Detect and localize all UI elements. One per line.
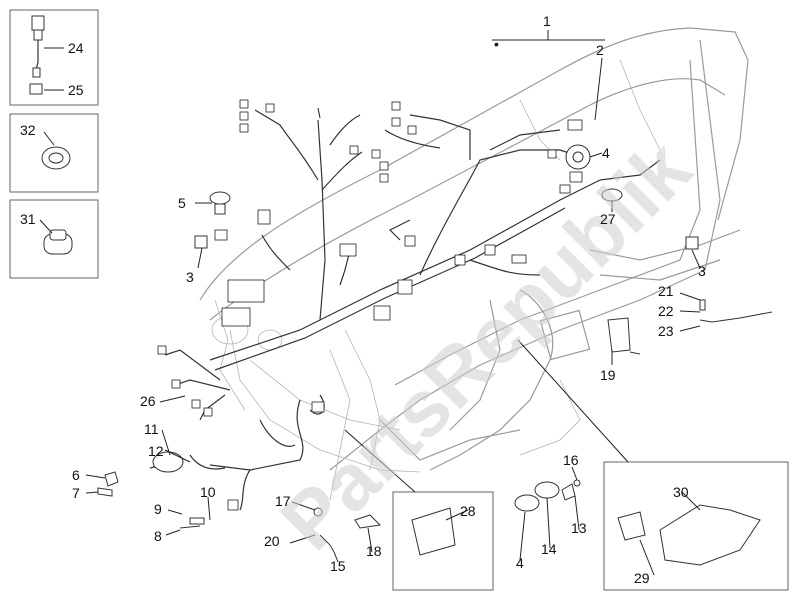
callout-10: 10 [200, 484, 216, 500]
callout-15: 15 [330, 558, 346, 574]
callout-18: 18 [366, 543, 382, 559]
callout-4: 4 [516, 555, 524, 571]
callout-22: 22 [658, 303, 674, 319]
callout-27: 27 [600, 211, 616, 227]
callout-17: 17 [275, 493, 291, 509]
callout-31: 31 [20, 211, 36, 227]
inset-box-24-25 [9, 9, 99, 106]
callout-4: 4 [602, 145, 610, 161]
callout-6: 6 [72, 467, 80, 483]
callout-21: 21 [658, 283, 674, 299]
callout-9: 9 [154, 501, 162, 517]
frame-outline [199, 27, 749, 501]
inset-box-31 [9, 199, 99, 279]
watermark-text: PartsRepublik [264, 123, 708, 567]
callout-24: 24 [68, 40, 84, 56]
callout-25: 25 [68, 82, 84, 98]
callout-11: 11 [144, 421, 159, 437]
callout-1: 1 [543, 13, 551, 29]
callout-2: 2 [596, 42, 604, 58]
callout-5: 5 [178, 195, 186, 211]
inset-box-29-30 [603, 461, 789, 591]
leader-lines [85, 30, 701, 576]
inset-box-32 [9, 113, 99, 193]
callout-14: 14 [541, 541, 557, 557]
callout-13: 13 [571, 520, 587, 536]
callout-7: 7 [72, 485, 80, 501]
callout-28: 28 [460, 503, 476, 519]
legend-bullet: • [494, 36, 499, 52]
callout-3: 3 [698, 263, 706, 279]
callout-29: 29 [634, 570, 650, 586]
inset-box-28 [392, 491, 494, 591]
callout-20: 20 [264, 533, 280, 549]
callout-16: 16 [563, 452, 579, 468]
callout-32: 32 [20, 122, 36, 138]
callout-30: 30 [673, 484, 689, 500]
wiring-harness [149, 109, 661, 511]
callout-19: 19 [600, 367, 616, 383]
callout-23: 23 [658, 323, 674, 339]
connectors [157, 99, 583, 511]
callout-26: 26 [140, 393, 156, 409]
callout-labels: 1 2 3 3 4 4 5 6 7 8 9 10 11 12 13 14 15 … [20, 13, 706, 586]
callout-8: 8 [154, 528, 162, 544]
callout-3: 3 [186, 269, 194, 285]
small-parts [97, 107, 773, 566]
callout-12: 12 [148, 443, 164, 459]
